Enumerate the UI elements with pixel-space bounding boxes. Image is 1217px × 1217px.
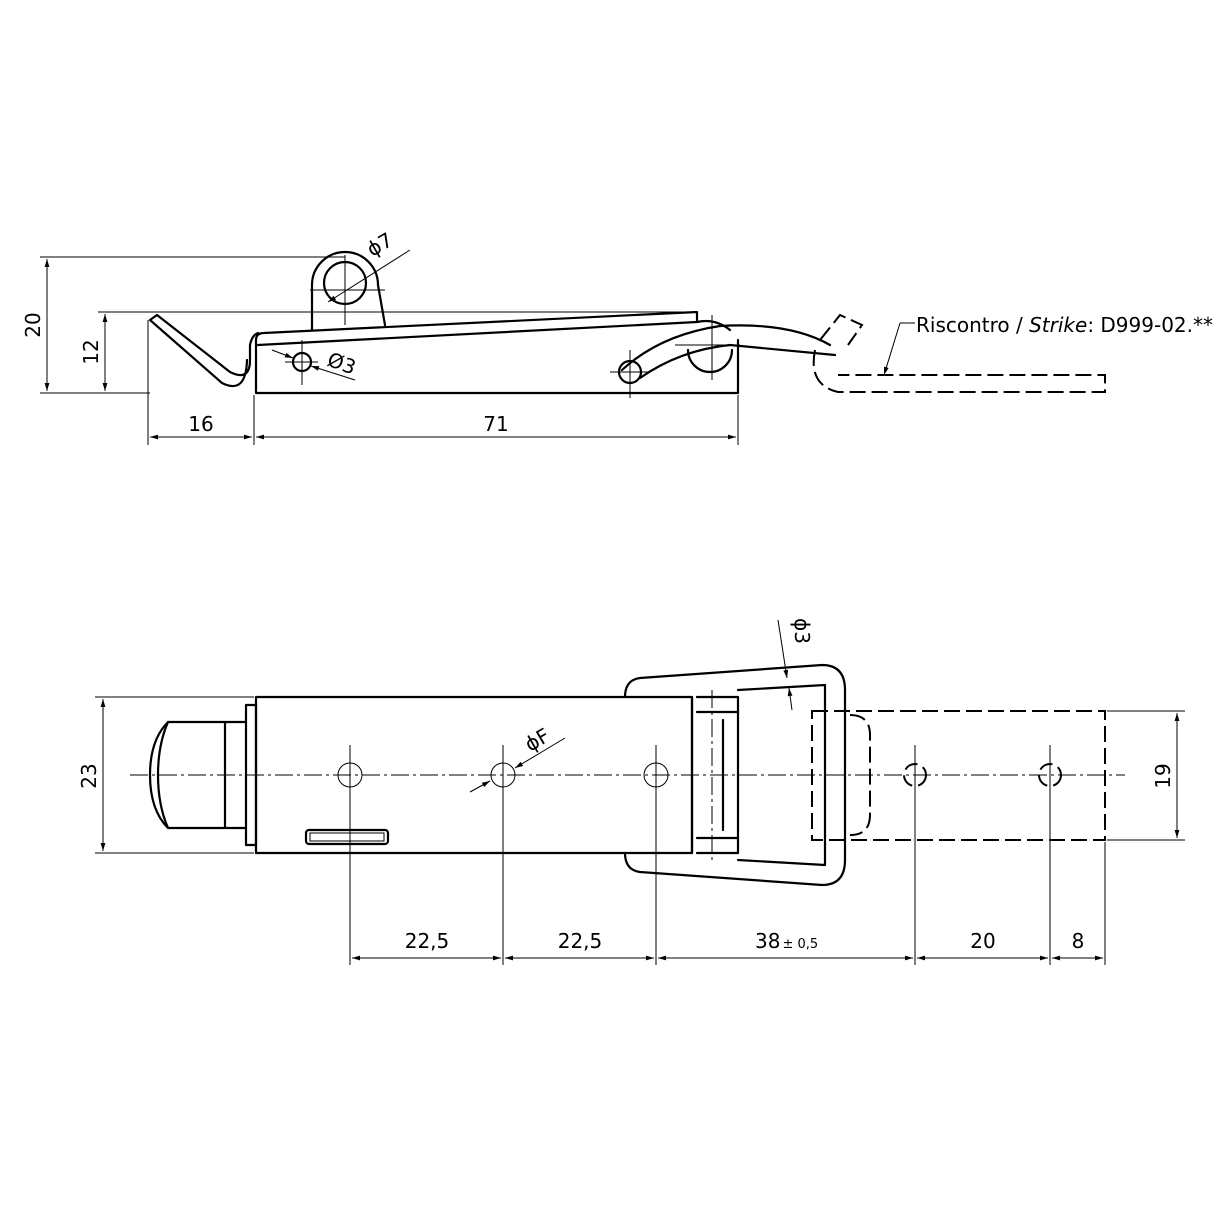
dim-strike-pitch: 20 <box>970 929 995 953</box>
dim-strike-end: 8 <box>1072 929 1085 953</box>
hook-top <box>148 720 248 830</box>
lug <box>310 250 387 332</box>
dim-width: 23 <box>77 763 101 788</box>
top-view: 23 19 ϕF ϕ3 22,5 22,5 38± 0,5 20 8 <box>77 618 1185 965</box>
dim-side-hole: Ø3 <box>324 347 359 379</box>
side-view: Riscontro / Strike: D999-02.** 20 12 16 … <box>21 228 1213 445</box>
dim-height-total: 20 <box>21 312 45 337</box>
hinge <box>690 695 740 855</box>
dim-pitch-2: 22,5 <box>558 929 603 953</box>
dim-strike-width: 19 <box>1151 763 1175 788</box>
strike-top-outline <box>811 710 1106 841</box>
dim-height-body: 12 <box>79 339 103 364</box>
dim-hole: ϕF <box>521 723 554 756</box>
strike-label: Riscontro / Strike: D999-02.** <box>916 313 1213 337</box>
latch-body-side <box>254 310 740 395</box>
hook <box>148 313 260 388</box>
dim-hook-length: 16 <box>188 412 213 436</box>
dim-wire: ϕ3 <box>790 618 814 644</box>
dim-to-strike: 38± 0,5 <box>755 929 818 953</box>
wire-loop <box>623 663 847 887</box>
dim-pitch-1: 22,5 <box>405 929 450 953</box>
bottom-dimensions: 22,5 22,5 38± 0,5 20 8 <box>352 929 1103 961</box>
dim-body-length: 71 <box>483 412 508 436</box>
mounting-holes <box>337 745 669 965</box>
slot <box>304 828 390 846</box>
strike-side-outline <box>812 313 1106 393</box>
lever-arm <box>620 324 837 380</box>
dim-lug-hole: ϕ7 <box>363 228 397 262</box>
